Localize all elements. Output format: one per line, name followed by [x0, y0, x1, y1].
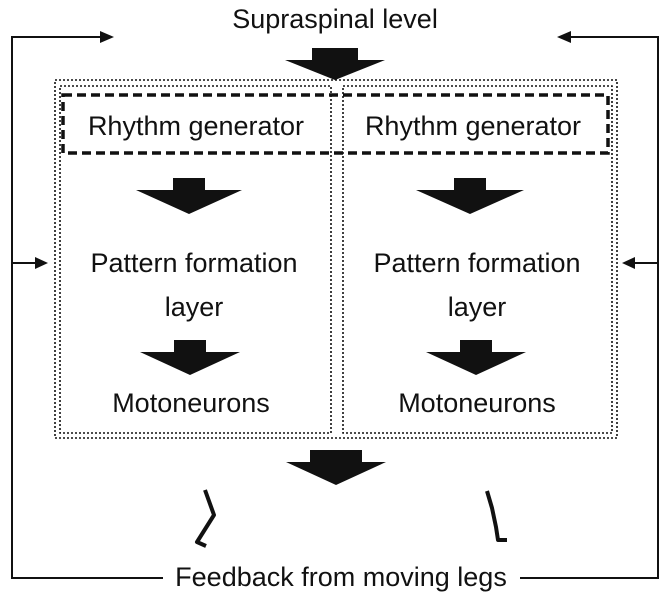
spinal-cord-outer-box: [54, 79, 618, 439]
left-mid-arrowhead: [35, 257, 48, 269]
right-rg-to-pattern-arrow: [416, 178, 524, 214]
right-pattern-layer-label: layer: [448, 292, 507, 322]
right-rhythm-generator-label: Rhythm generator: [365, 111, 581, 141]
right-top-arrowhead: [557, 31, 571, 43]
left-motoneurons-label: Motoneurons: [112, 388, 270, 418]
left-column-box: [59, 85, 332, 434]
right-pattern-to-motoneurons-arrow: [426, 340, 526, 375]
rhythm-generator-box: [61, 93, 610, 155]
right-pattern-formation-label: Pattern formation: [373, 248, 580, 278]
right-leg-icon: [485, 490, 507, 542]
left-rg-to-pattern-arrow: [136, 178, 242, 214]
feedback-label: Feedback from moving legs: [175, 562, 507, 592]
supraspinal-level-label: Supraspinal level: [232, 4, 438, 34]
left-pattern-layer-label: layer: [165, 292, 224, 322]
left-pattern-to-motoneurons-arrow: [140, 340, 240, 375]
left-top-arrowhead: [100, 31, 114, 43]
right-mid-arrowhead: [622, 257, 635, 269]
left-pattern-formation-label: Pattern formation: [90, 248, 297, 278]
output-down-arrow: [286, 450, 386, 485]
left-leg-icon: [195, 489, 216, 548]
right-motoneurons-label: Motoneurons: [398, 388, 556, 418]
supraspinal-down-arrow: [285, 48, 385, 80]
right-feedback-line: [520, 36, 659, 579]
left-feedback-line: [11, 36, 163, 579]
left-rhythm-generator-label: Rhythm generator: [88, 111, 304, 141]
